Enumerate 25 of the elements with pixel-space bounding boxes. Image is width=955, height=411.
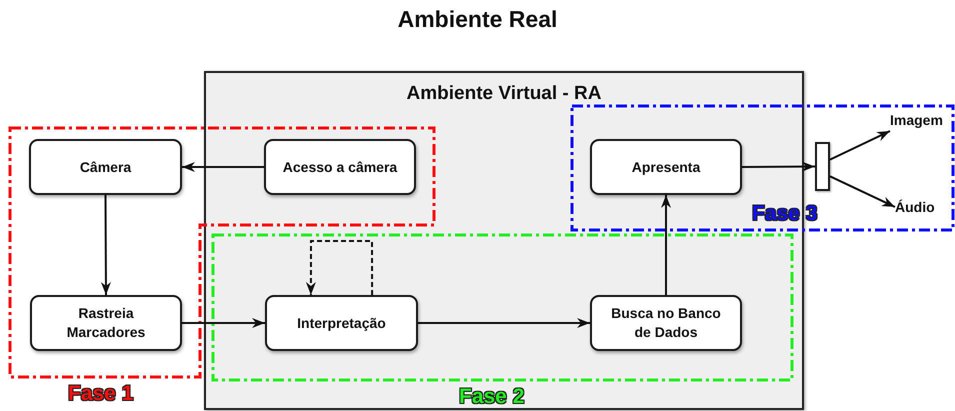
arrow xyxy=(830,130,890,161)
phase-label: Fase 3 xyxy=(752,202,818,226)
phase-label: Fase 1 xyxy=(68,382,134,406)
phase-label: Fase 2 xyxy=(459,385,524,409)
process-box: Câmera xyxy=(29,139,182,195)
arrow xyxy=(661,195,671,295)
frame-title: Ambiente Virtual - RA xyxy=(406,83,602,105)
virtual-environment-frame xyxy=(204,71,804,410)
output-label: Imagem xyxy=(890,112,952,132)
arrow xyxy=(182,318,265,328)
arrow xyxy=(100,195,111,295)
phase-region xyxy=(572,106,953,230)
splitter-bar xyxy=(815,142,830,191)
diagram-title: Ambiente Real xyxy=(396,6,558,33)
process-box: Acesso a câmera xyxy=(264,139,416,195)
process-box: Interpretação xyxy=(265,295,418,351)
output-label: Áudio xyxy=(895,199,941,219)
process-box: Apresenta xyxy=(590,139,742,195)
arrow xyxy=(830,175,896,208)
arrow xyxy=(742,162,815,172)
arrow xyxy=(418,318,590,328)
process-box: Rastreia Marcadores xyxy=(30,295,182,351)
arrow xyxy=(182,162,264,172)
dashed-arrow xyxy=(306,240,374,295)
process-box: Busca no Banco de Dados xyxy=(590,295,742,351)
